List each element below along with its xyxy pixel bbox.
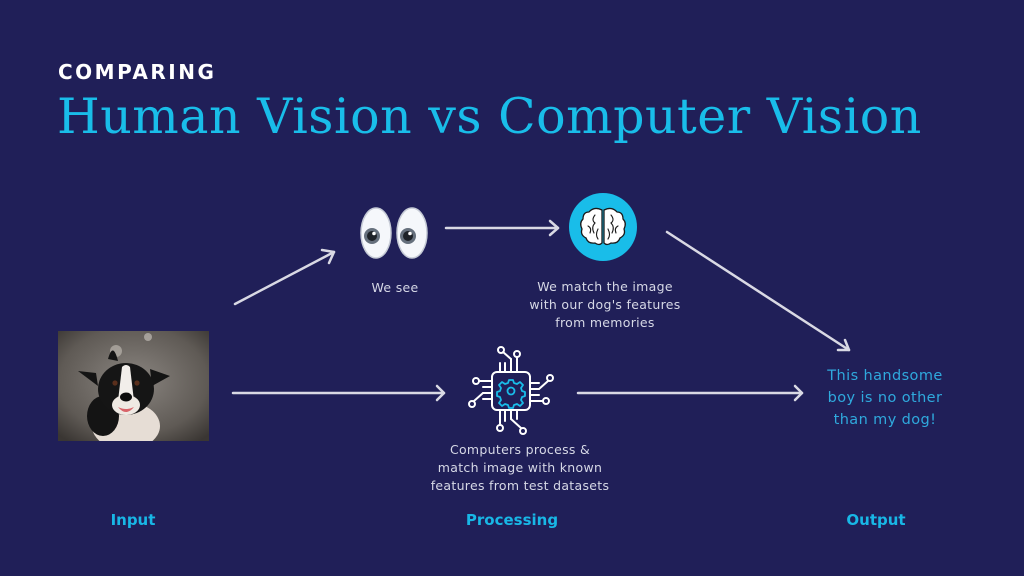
arrow-brain-to-output — [665, 230, 851, 352]
caption-line: We match the image — [537, 279, 673, 294]
input-dog-photo — [58, 331, 209, 441]
gear-icon — [496, 379, 526, 409]
arrow-input-to-processor — [231, 384, 446, 402]
arrow-input-to-eyes — [233, 248, 336, 306]
brain-icon — [569, 193, 637, 261]
human-match-caption: We match the image with our dog's featur… — [515, 278, 695, 332]
eyes-icon — [360, 207, 428, 259]
caption-line: match image with known — [437, 460, 603, 475]
cpu-chip-gear-icon — [468, 346, 554, 435]
computer-process-caption: Computers process & match image with kno… — [410, 441, 630, 495]
eyebrow-label: COMPARING — [58, 60, 217, 84]
arrow-processor-to-output — [576, 384, 804, 402]
output-line: than my dog! — [833, 412, 937, 428]
arrow-eyes-to-brain — [444, 219, 560, 237]
human-see-caption: We see — [371, 280, 419, 295]
stage-label-processing: Processing — [465, 511, 559, 529]
output-statement: This handsome boy is no other than my do… — [805, 365, 965, 431]
dog-photo-icon — [58, 331, 209, 441]
human-see-node — [360, 206, 430, 260]
caption-line: features from test datasets — [430, 478, 610, 493]
stage-label-input: Input — [110, 511, 156, 529]
output-line: boy is no other — [827, 390, 943, 406]
stage-label-output: Output — [846, 511, 906, 529]
output-line: This handsome — [827, 368, 943, 384]
caption-line: with our dog's features — [529, 297, 681, 312]
page-title: Human Vision vs Computer Vision — [57, 88, 922, 145]
caption-line: Computers process & — [449, 442, 591, 457]
computer-process-node — [465, 345, 557, 437]
human-match-node — [569, 193, 637, 261]
caption-line: from memories — [555, 315, 655, 330]
